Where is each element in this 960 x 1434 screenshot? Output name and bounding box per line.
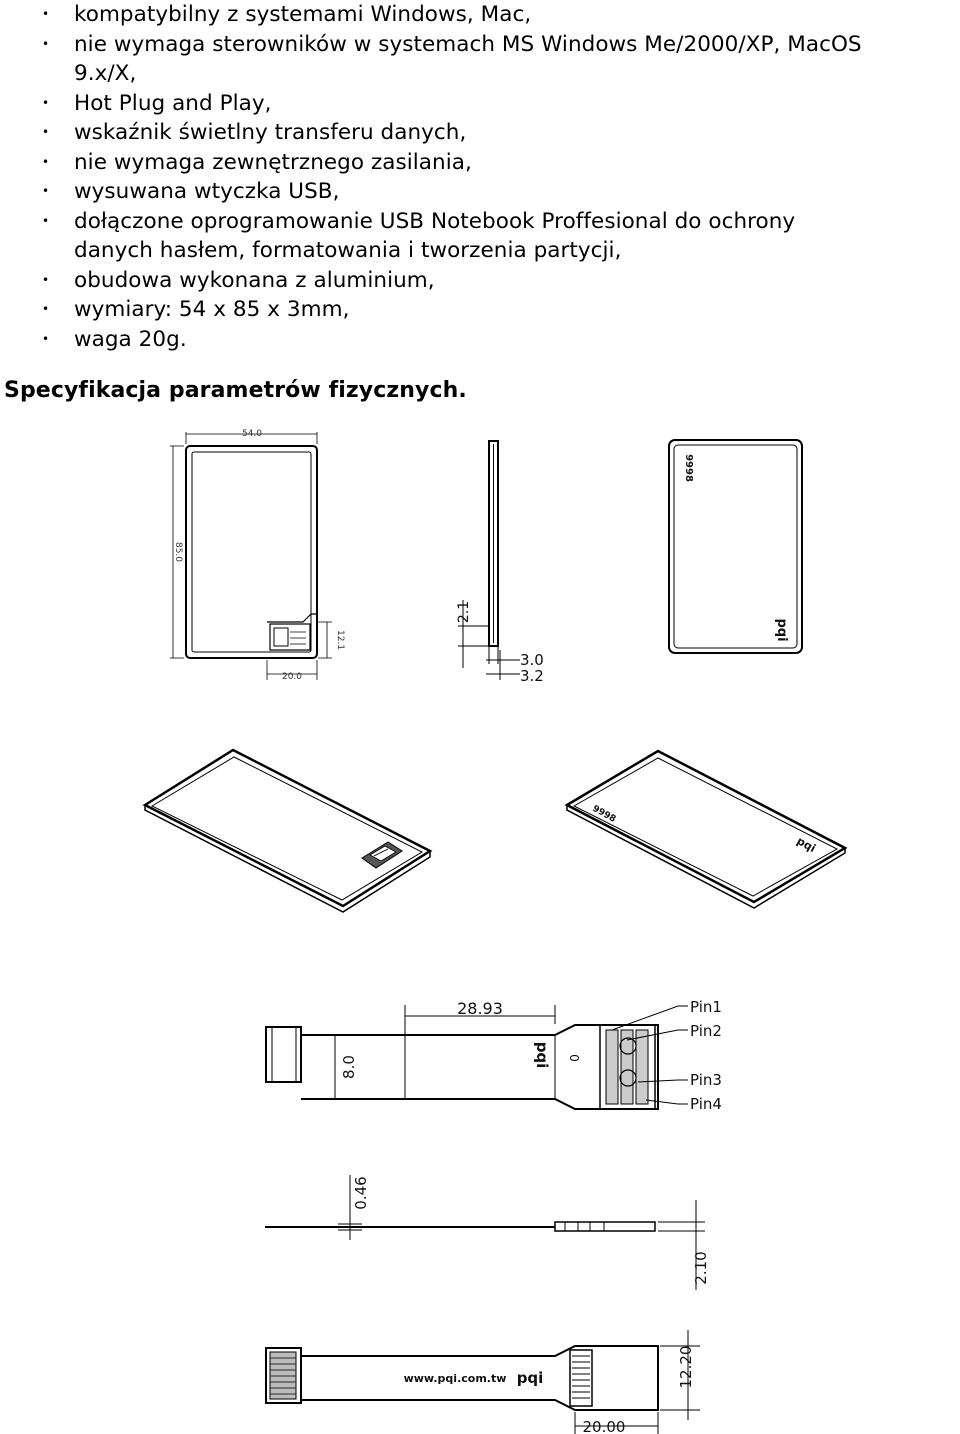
feature-item: • obudowa wykonana z aluminium, [0,266,960,296]
bullet: • [42,95,50,110]
bullet: • [42,125,50,139]
dim-card-width: 54.0 [242,429,262,439]
bullet: • [42,213,50,228]
dim-cable-thickness: 0.46 [352,1176,370,1209]
iso-model-number: 9998 [591,804,618,825]
dim-plug-width: 12.20 [677,1346,695,1389]
feature-text: obudowa wykonana z aluminium, [74,267,435,293]
feature-item: • waga 20g. [0,325,960,355]
feature-item: • wysuwana wtyczka USB, [0,177,960,207]
iso-card-front [142,748,433,913]
feature-item: • Hot Plug and Play, [0,89,960,119]
feature-text: kompatybilny z systemami Windows, Mac, [74,2,532,27]
bullet: • [42,154,50,169]
usb-cable-side-view: 0.46 2.10 [265,1175,710,1290]
usb-cable-top-view: pqi 0 28.93 8.0 Pin1 Pin2 Pin3 Pin4 [265,998,722,1113]
cable-brand-logo: pqi [533,1042,551,1069]
feature-item: • kompatybilny z systemami Windows, Mac, [0,0,960,30]
dim-plug-height: 12.1 [335,630,345,650]
feature-item: • wymiary: 54 x 85 x 3mm, [0,295,960,325]
feature-text: dołączone oprogramowanie USB Notebook Pr… [74,208,796,234]
dim-card-height: 85.0 [173,542,183,562]
cable-url: www.pqi.com.tw [404,1372,507,1385]
cable-bottom-brand: pqi [517,1369,544,1387]
usb-cable-bottom-view: www.pqi.com.tw pqi 12.20 20.00 [265,1330,700,1434]
feature-text: waga 20g. [74,326,187,352]
back-model-number: 9998 [683,454,694,482]
section-title: Specyfikacja parametrów fizycznych. [4,378,467,403]
iso-card-back: 9998 pqi [564,749,848,909]
feature-text-continued: 9.x/X, [74,61,137,86]
dim-plug-offset: 20.0 [282,672,302,682]
cable-pin-mark: 0 [567,1054,581,1062]
bullet: • [42,184,50,198]
feature-text: nie wymaga sterowników w systemach MS Wi… [74,31,862,57]
dim-plug-thickness: 2.10 [692,1251,710,1284]
feature-text: wskaźnik świetlny transferu danych, [74,120,467,145]
dim-cable-width: 8.0 [340,1055,358,1079]
feature-item: • dołączone oprogramowanie USB Notebook P… [0,207,960,266]
bullet: • [42,7,50,21]
feature-item: • nie wymaga sterowników w systemach MS W… [0,30,960,89]
feature-list: •kompatybilny z systemami Windows, Mac, … [0,0,960,354]
pin-label-4: Pin4 [690,1095,722,1113]
pin-label-2: Pin2 [690,1022,722,1040]
feature-item: • nie wymaga zewnętrznego zasilania, [0,148,960,178]
back-brand-logo: pqi [774,618,789,641]
feature-text: wysuwana wtyczka USB, [74,179,340,204]
dim-plug-length: 20.00 [583,1418,626,1434]
card-front-view: 54.0 85.0 12.1 20.0 [170,429,345,682]
pin-label-1: Pin1 [690,998,722,1016]
dim-side-offset: 2.1 [456,601,472,623]
pin-label-3: Pin3 [690,1071,722,1089]
feature-item: • wskaźnik świetlny transferu danych, [0,118,960,148]
bullet: • [42,272,50,287]
card-side-view: 2.1 3.0 3.2 [456,440,544,685]
bullet: • [42,331,50,346]
feature-text: wymiary: 54 x 85 x 3mm, [74,297,350,322]
dim-cable-length: 28.93 [457,999,503,1018]
bullet: • [42,36,50,51]
dim-thickness-b: 3.2 [520,667,544,685]
dim-thickness-a: 3.0 [520,651,544,669]
feature-text-continued: danych hasłem, formatowania i tworzenia … [74,238,622,263]
feature-text: nie wymaga zewnętrznego zasilania, [74,149,472,175]
card-back-view: 9998 pqi [668,439,803,654]
bullet: • [42,302,50,316]
feature-text: Hot Plug and Play, [74,90,272,116]
